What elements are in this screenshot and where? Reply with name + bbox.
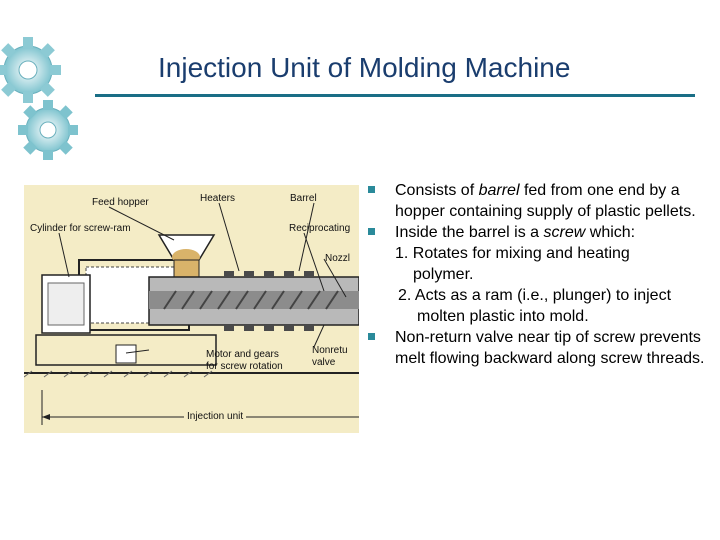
diagram-drawing <box>24 202 359 425</box>
bullet-nonreturn: Non-return valve near tip of screw preve… <box>362 327 718 369</box>
bullet-marker <box>368 333 375 340</box>
sub-item-ram: 2. Acts as a ram (i.e., plunger) to inje… <box>398 287 672 304</box>
label-reciprocating: Reciprocating <box>289 223 351 234</box>
label-motor: Motor and gears <box>206 349 279 360</box>
sub-item-rotates-cont: polymer. <box>413 266 474 283</box>
label-nonreturn: Nonretu <box>312 345 348 356</box>
bullet-barrel: Consists of barrel fed from one end by a… <box>362 180 718 222</box>
label-injection-unit: Injection unit <box>184 411 247 422</box>
injection-unit-diagram: Feed hopper Heaters Barrel Cylinder for … <box>24 185 359 433</box>
label-nozzle: Nozzl <box>325 253 351 264</box>
label-feed-hopper: Feed hopper <box>92 197 149 208</box>
label-heaters: Heaters <box>200 193 236 204</box>
gears-icon <box>0 30 90 165</box>
bullet-screw: Inside the barrel is a screw which: <box>362 222 718 243</box>
label-motor-2: for screw rotation <box>206 361 283 372</box>
sub-item-ram-cont: molten plastic into mold. <box>417 308 589 325</box>
label-barrel: Barrel <box>290 193 317 204</box>
bullet-marker <box>368 228 375 235</box>
label-nonreturn-2: valve <box>312 357 336 368</box>
title-underline <box>95 94 695 97</box>
bullet-list: Consists of barrel fed from one end by a… <box>362 180 718 369</box>
bullet-marker <box>368 186 375 193</box>
label-cylinder: Cylinder for screw-ram <box>30 223 131 234</box>
sub-item-rotates: 1. Rotates for mixing and heating <box>395 245 630 262</box>
slide-title: Injection Unit of Molding Machine <box>158 52 571 83</box>
